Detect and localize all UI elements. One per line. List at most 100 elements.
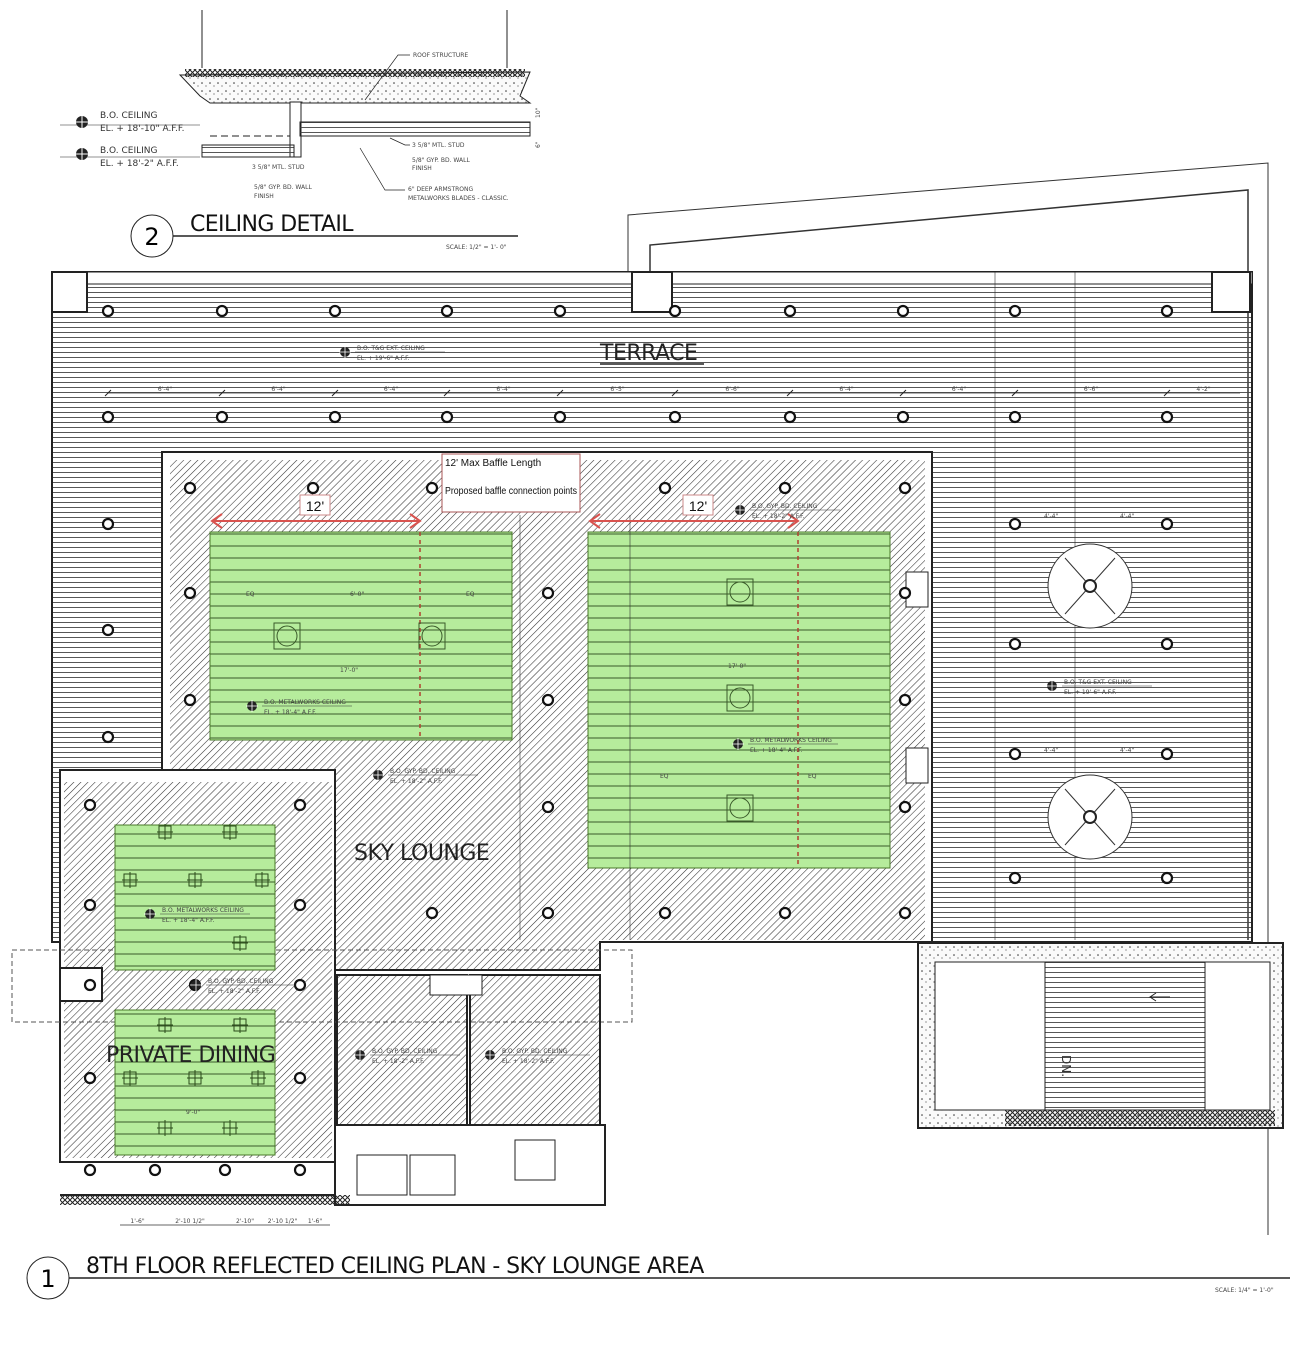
square-fixture-icon [418, 622, 446, 650]
baffle-length-label-2: 12' [689, 498, 707, 514]
downlight-icon [293, 898, 307, 912]
small-fixture-icon [157, 824, 173, 840]
downlight-icon [898, 693, 912, 707]
dim-label-top: 6'-6" [725, 386, 739, 393]
plan-number: 1 [40, 1265, 55, 1293]
elevation-tag-label: B.O. METALWORKS CEILING [264, 699, 346, 706]
dim-label-bottom: 2'-10 1/2" [268, 1218, 298, 1225]
elevation-tag-label: B.O. T&G EXT. CEILING [357, 345, 425, 352]
elevation-tag-value: EL. + 19'-6" A.F.F. [1064, 689, 1117, 696]
elevation-tag-label: B.O. GYP. BD. CEILING [502, 1048, 568, 1055]
small-fixture-icon [222, 824, 238, 840]
elevation-tag-value: EL. + 18'-4" A.F.F. [750, 747, 803, 754]
dim-fan-3: 4'-4" [1044, 747, 1058, 754]
downlight-icon [83, 898, 97, 912]
downlight-icon [183, 481, 197, 495]
downlight-icon [541, 800, 555, 814]
downlight-icon [1008, 410, 1022, 424]
dim-label-bottom: 1'-6" [130, 1218, 144, 1225]
downlight-icon [101, 730, 115, 744]
gyp-note-left: 5/8" GYP. BD. WALL [254, 184, 312, 191]
downlight-icon [553, 410, 567, 424]
roof-membrane [185, 69, 525, 77]
downlight-icon [83, 978, 97, 992]
downlight-icon [541, 693, 555, 707]
plan-scale: SCALE: 1/4" = 1'-0" [1215, 1287, 1274, 1294]
small-fixture-icon [232, 935, 248, 951]
ceiling-fan-icon [1047, 774, 1133, 860]
floor-plan: DN. 6'-4"6'-4"6'-4"6'-4"6'-5"6'-6"6'-4"6… [11, 162, 1290, 1300]
downlight-icon [1160, 637, 1174, 651]
ceiling-detail: B.O. CEILING EL. + 18'-10" A.F.F. B.O. C… [60, 10, 542, 258]
downlight-icon [1008, 304, 1022, 318]
downlight-icon [293, 798, 307, 812]
elevation-marker-icon [76, 148, 88, 160]
downlight-icon [293, 1163, 307, 1177]
dim-eq: EQ [466, 591, 475, 598]
dim-6ft: 6'-0" [350, 591, 364, 598]
small-fixture-icon [157, 1017, 173, 1033]
downlight-icon [293, 978, 307, 992]
elevation-tag-value: EL. + 18'-2" A.F.F. [390, 778, 443, 785]
detail-elev-value-2: EL. + 18'-2" A.F.F. [100, 159, 179, 169]
downlight-icon [668, 304, 682, 318]
elevation-tag-label: B.O. GYP. BD. CEILING [372, 1048, 438, 1055]
elevation-tag: B.O. GYP. BD. CEILING EL. + 18'-2" A.F.F. [354, 1048, 460, 1065]
downlight-icon [1160, 304, 1174, 318]
downlight-icon [778, 906, 792, 920]
small-fixture-icon [222, 1120, 238, 1136]
elevation-tag-value: EL. + 18'-2" A.F.F. [208, 988, 261, 995]
downlight-icon [896, 410, 910, 424]
downlight-icon [183, 693, 197, 707]
stair-down-label: DN. [1059, 1055, 1073, 1077]
detail-number: 2 [144, 223, 159, 251]
small-fixture-icon [187, 1070, 203, 1086]
downlight-icon [183, 586, 197, 600]
service-room-1 [336, 974, 468, 1126]
baffle-length-arrow [210, 513, 422, 529]
elevation-tag-value: EL. + 18'-2" A.F.F. [372, 1058, 425, 1065]
downlight-icon [328, 410, 342, 424]
room-name-private-dining: PRIVATE DINING [106, 1043, 275, 1068]
downlight-icon [783, 410, 797, 424]
downlight-icon [898, 906, 912, 920]
stud-note-right: 3 5/8" MTL. STUD [412, 142, 465, 149]
elevation-marker-icon [246, 700, 258, 712]
downlight-icon [440, 410, 454, 424]
elevation-marker-icon [732, 738, 744, 750]
dim-eq: EQ [808, 773, 817, 780]
dim-10in: 10" [535, 107, 542, 118]
elevation-marker-icon [144, 908, 156, 920]
dim-9ft: 9'-0" [186, 1109, 200, 1116]
stair-treads [1044, 961, 1206, 1111]
downlight-icon [541, 586, 555, 600]
dim-eq: EQ [246, 591, 255, 598]
elevation-tag-value: EL. + 19'-6" A.F.F. [357, 355, 410, 362]
elevation-tag: B.O. T&G EXT. CEILING EL. + 19'-6" A.F.F. [339, 345, 445, 362]
stud-note-left: 3 5/8" MTL. STUD [252, 164, 305, 171]
downlight-icon [83, 798, 97, 812]
detail-title: CEILING DETAIL [190, 212, 354, 237]
downlight-icon [1008, 871, 1022, 885]
dim-fan-2: 4'-4" [1120, 513, 1134, 520]
small-fixture-icon [232, 1017, 248, 1033]
elevation-marker-icon [372, 769, 384, 781]
detail-elev-label-1: B.O. CEILING [100, 111, 158, 121]
downlight-icon [898, 800, 912, 814]
downlight-icon [101, 410, 115, 424]
elevation-marker-icon [190, 979, 202, 991]
detail-elev-label-2: B.O. CEILING [100, 146, 158, 156]
dim-fan-1: 4'-4" [1044, 513, 1058, 520]
downlight-icon [328, 304, 342, 318]
room-name-sky-lounge: SKY LOUNGE [354, 841, 489, 866]
elevation-tag-label: B.O. METALWORKS CEILING [750, 737, 832, 744]
dim-label-top: 6'-4" [496, 386, 510, 393]
elevation-marker-icon [484, 1049, 496, 1061]
square-fixture-icon [273, 622, 301, 650]
